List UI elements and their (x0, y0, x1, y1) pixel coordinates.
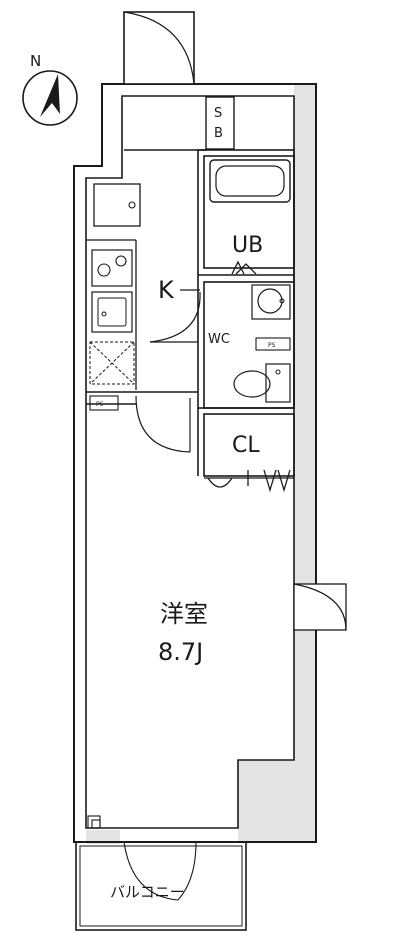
pipe-space-wc (255, 337, 291, 351)
western-room-name: 洋室 (160, 600, 208, 628)
refrigerator-space (89, 341, 135, 385)
north-arrow-icon (40, 74, 60, 117)
shoe-box-label-bottom: B (214, 126, 223, 141)
toilet (233, 363, 291, 403)
compass: N (22, 52, 78, 126)
ub-door (231, 260, 257, 275)
pipe-space-wc-label: PS (268, 342, 276, 349)
closet-door (204, 469, 294, 493)
unit-bath-label: UB (232, 233, 263, 258)
side-window (293, 583, 347, 631)
washbasin (251, 284, 291, 320)
pipe-space-kitchen (89, 395, 119, 411)
kitchen-label: K (158, 276, 175, 304)
closet-label: CL (232, 433, 260, 458)
compass-ring (22, 70, 78, 126)
wc-door (149, 291, 201, 343)
compass-letter: N (30, 52, 41, 70)
wet-core-walls (197, 149, 295, 477)
shoe-box-label-top: S (214, 106, 222, 121)
entrance-door (123, 11, 195, 85)
corner-mark (87, 815, 101, 829)
exterior-wall-fill (86, 84, 316, 844)
interior-wall (85, 95, 295, 829)
balcony (75, 841, 247, 931)
exterior-wall (73, 83, 317, 843)
shoe-box (205, 96, 235, 150)
western-room-size: 8.7J (158, 638, 203, 666)
balcony-label: バルコニー (110, 883, 185, 901)
kitchen-partition (86, 391, 198, 405)
room-door (135, 395, 191, 453)
toilet-label: WC (208, 332, 230, 347)
kitchen-counter (86, 183, 141, 390)
bathtub (209, 159, 291, 203)
